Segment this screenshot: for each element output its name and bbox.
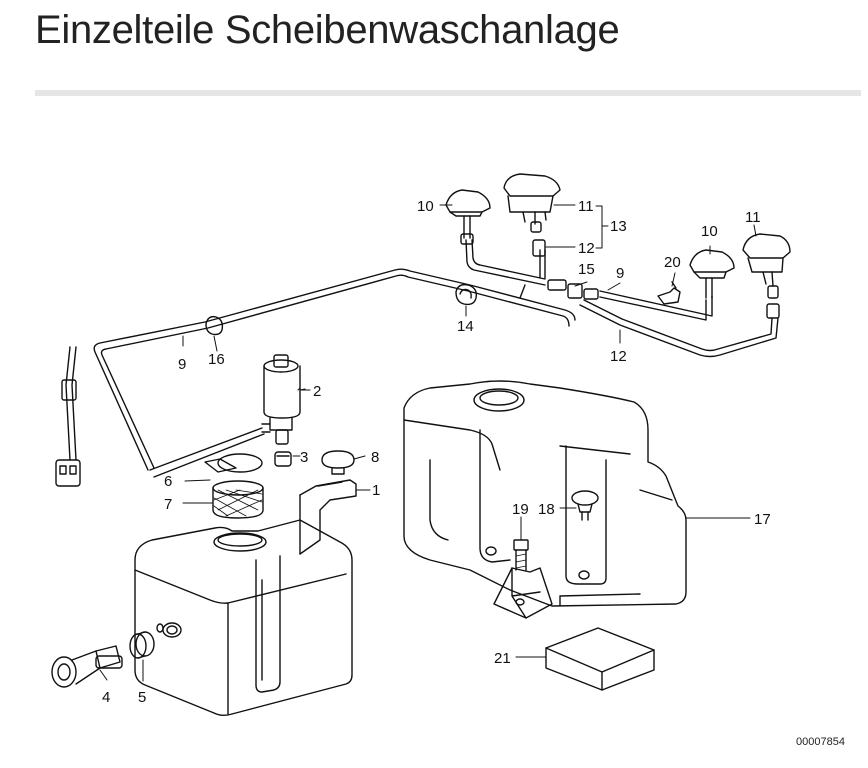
grommet-5	[129, 623, 164, 659]
callout-14-label: 14	[457, 318, 474, 335]
callout-15-label: 15	[578, 261, 595, 278]
callout-10b-label: 10	[701, 223, 718, 240]
callout-7-label: 7	[164, 496, 172, 513]
callout-5-label: 5	[138, 689, 146, 706]
callout-11b-label: 11	[745, 209, 761, 226]
callout-3-label: 3	[300, 449, 308, 466]
diagram-reference-number: 00007854	[796, 736, 845, 748]
nozzle-10-right	[689, 249, 735, 299]
callout-1-label: 1	[372, 482, 380, 499]
bracket-1	[299, 479, 357, 555]
callout-17-label: 17	[754, 511, 771, 528]
callout-8-label: 8	[371, 449, 379, 466]
grommet-18	[571, 490, 599, 521]
callout-2-label: 2	[313, 383, 321, 400]
grommet-3	[274, 451, 292, 467]
callout-labels: 1 2 3 4 5 6 7 8 9 9 10 10 11 11 12 12 13…	[102, 198, 845, 748]
callout-18-label: 18	[538, 501, 555, 518]
callout-21-label: 21	[494, 650, 511, 667]
nozzle-11-left	[503, 173, 561, 257]
callout-4-label: 4	[102, 689, 110, 706]
cap-8	[321, 450, 355, 475]
washer-pump-2	[261, 354, 301, 445]
page-title: Einzelteile Scheibenwaschanlage	[35, 8, 620, 52]
hose-lines	[65, 239, 779, 478]
callout-12a-label: 12	[578, 240, 595, 257]
bolt-19	[513, 539, 529, 571]
reservoir-tank-front	[134, 519, 353, 716]
callout-6-label: 6	[164, 473, 172, 490]
electrical-connector	[55, 379, 81, 487]
callout-20-label: 20	[664, 254, 681, 271]
filter-7	[212, 480, 264, 519]
callout-13-label: 13	[610, 218, 627, 235]
reservoir-tank-rear	[403, 380, 687, 607]
callout-19-label: 19	[512, 501, 529, 518]
hose-clip-14	[455, 283, 478, 306]
elbow-connector-20	[657, 281, 681, 305]
level-sensor-6	[204, 453, 263, 473]
callout-11a-label: 11	[578, 198, 594, 215]
title-divider	[35, 90, 861, 96]
foam-pad-21	[545, 627, 655, 691]
connector-4	[51, 645, 123, 688]
hose-clip-16	[205, 315, 224, 336]
nozzle-11-right	[742, 233, 791, 319]
nozzle-10-left	[445, 189, 491, 245]
callout-10a-label: 10	[417, 198, 434, 215]
callout-16-label: 16	[208, 351, 225, 368]
y-connector-15	[547, 279, 599, 300]
callout-12b-label: 12	[610, 348, 627, 365]
callout-9a-label: 9	[178, 356, 186, 373]
mounting-bracket	[493, 567, 553, 619]
leader-lines	[99, 204, 757, 682]
callout-9b-label: 9	[616, 265, 624, 282]
